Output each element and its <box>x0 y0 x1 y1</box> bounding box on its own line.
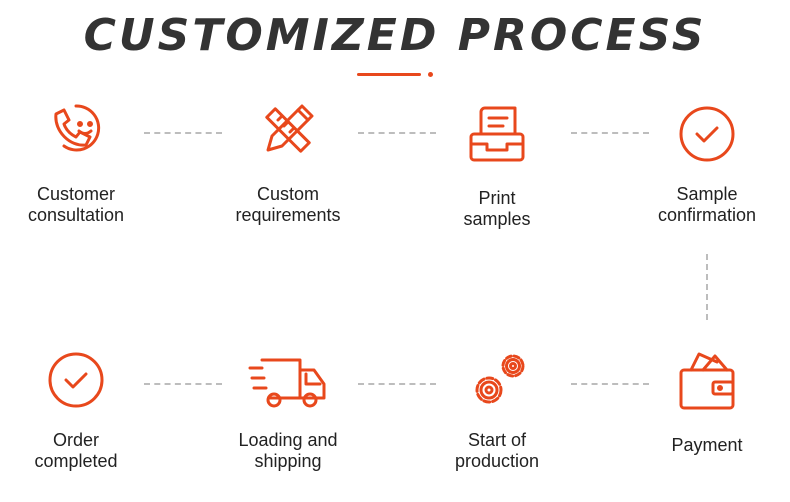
connector-7-8 <box>144 383 222 385</box>
step-label: Sample confirmation <box>657 184 757 225</box>
wallet-icon <box>677 350 737 410</box>
step-label: Order completed <box>34 430 118 471</box>
connector-1-2 <box>144 132 222 134</box>
gears-icon <box>467 350 527 410</box>
phone-smile-icon <box>46 100 106 160</box>
check-circle-icon <box>46 350 106 410</box>
title-underline-dot <box>428 72 433 77</box>
printer-icon <box>467 104 527 164</box>
step-label: Custom requirements <box>235 184 341 225</box>
connector-3-4 <box>571 132 649 134</box>
connector-2-3 <box>358 132 436 134</box>
page-title: CUSTOMIZED PROCESS <box>83 10 707 61</box>
step-label: Loading and shipping <box>238 430 338 471</box>
truck-icon <box>248 354 328 414</box>
check-circle-icon <box>677 104 737 164</box>
title-underline <box>357 73 421 76</box>
pencil-ruler-icon <box>258 100 318 160</box>
step-label: Customer consultation <box>27 184 125 225</box>
connector-4-5 <box>706 254 708 320</box>
connector-6-7 <box>358 383 436 385</box>
step-label: Start of production <box>454 430 540 471</box>
step-label: Payment <box>671 435 743 455</box>
connector-5-6 <box>571 383 649 385</box>
step-label: Print samples <box>463 188 531 229</box>
